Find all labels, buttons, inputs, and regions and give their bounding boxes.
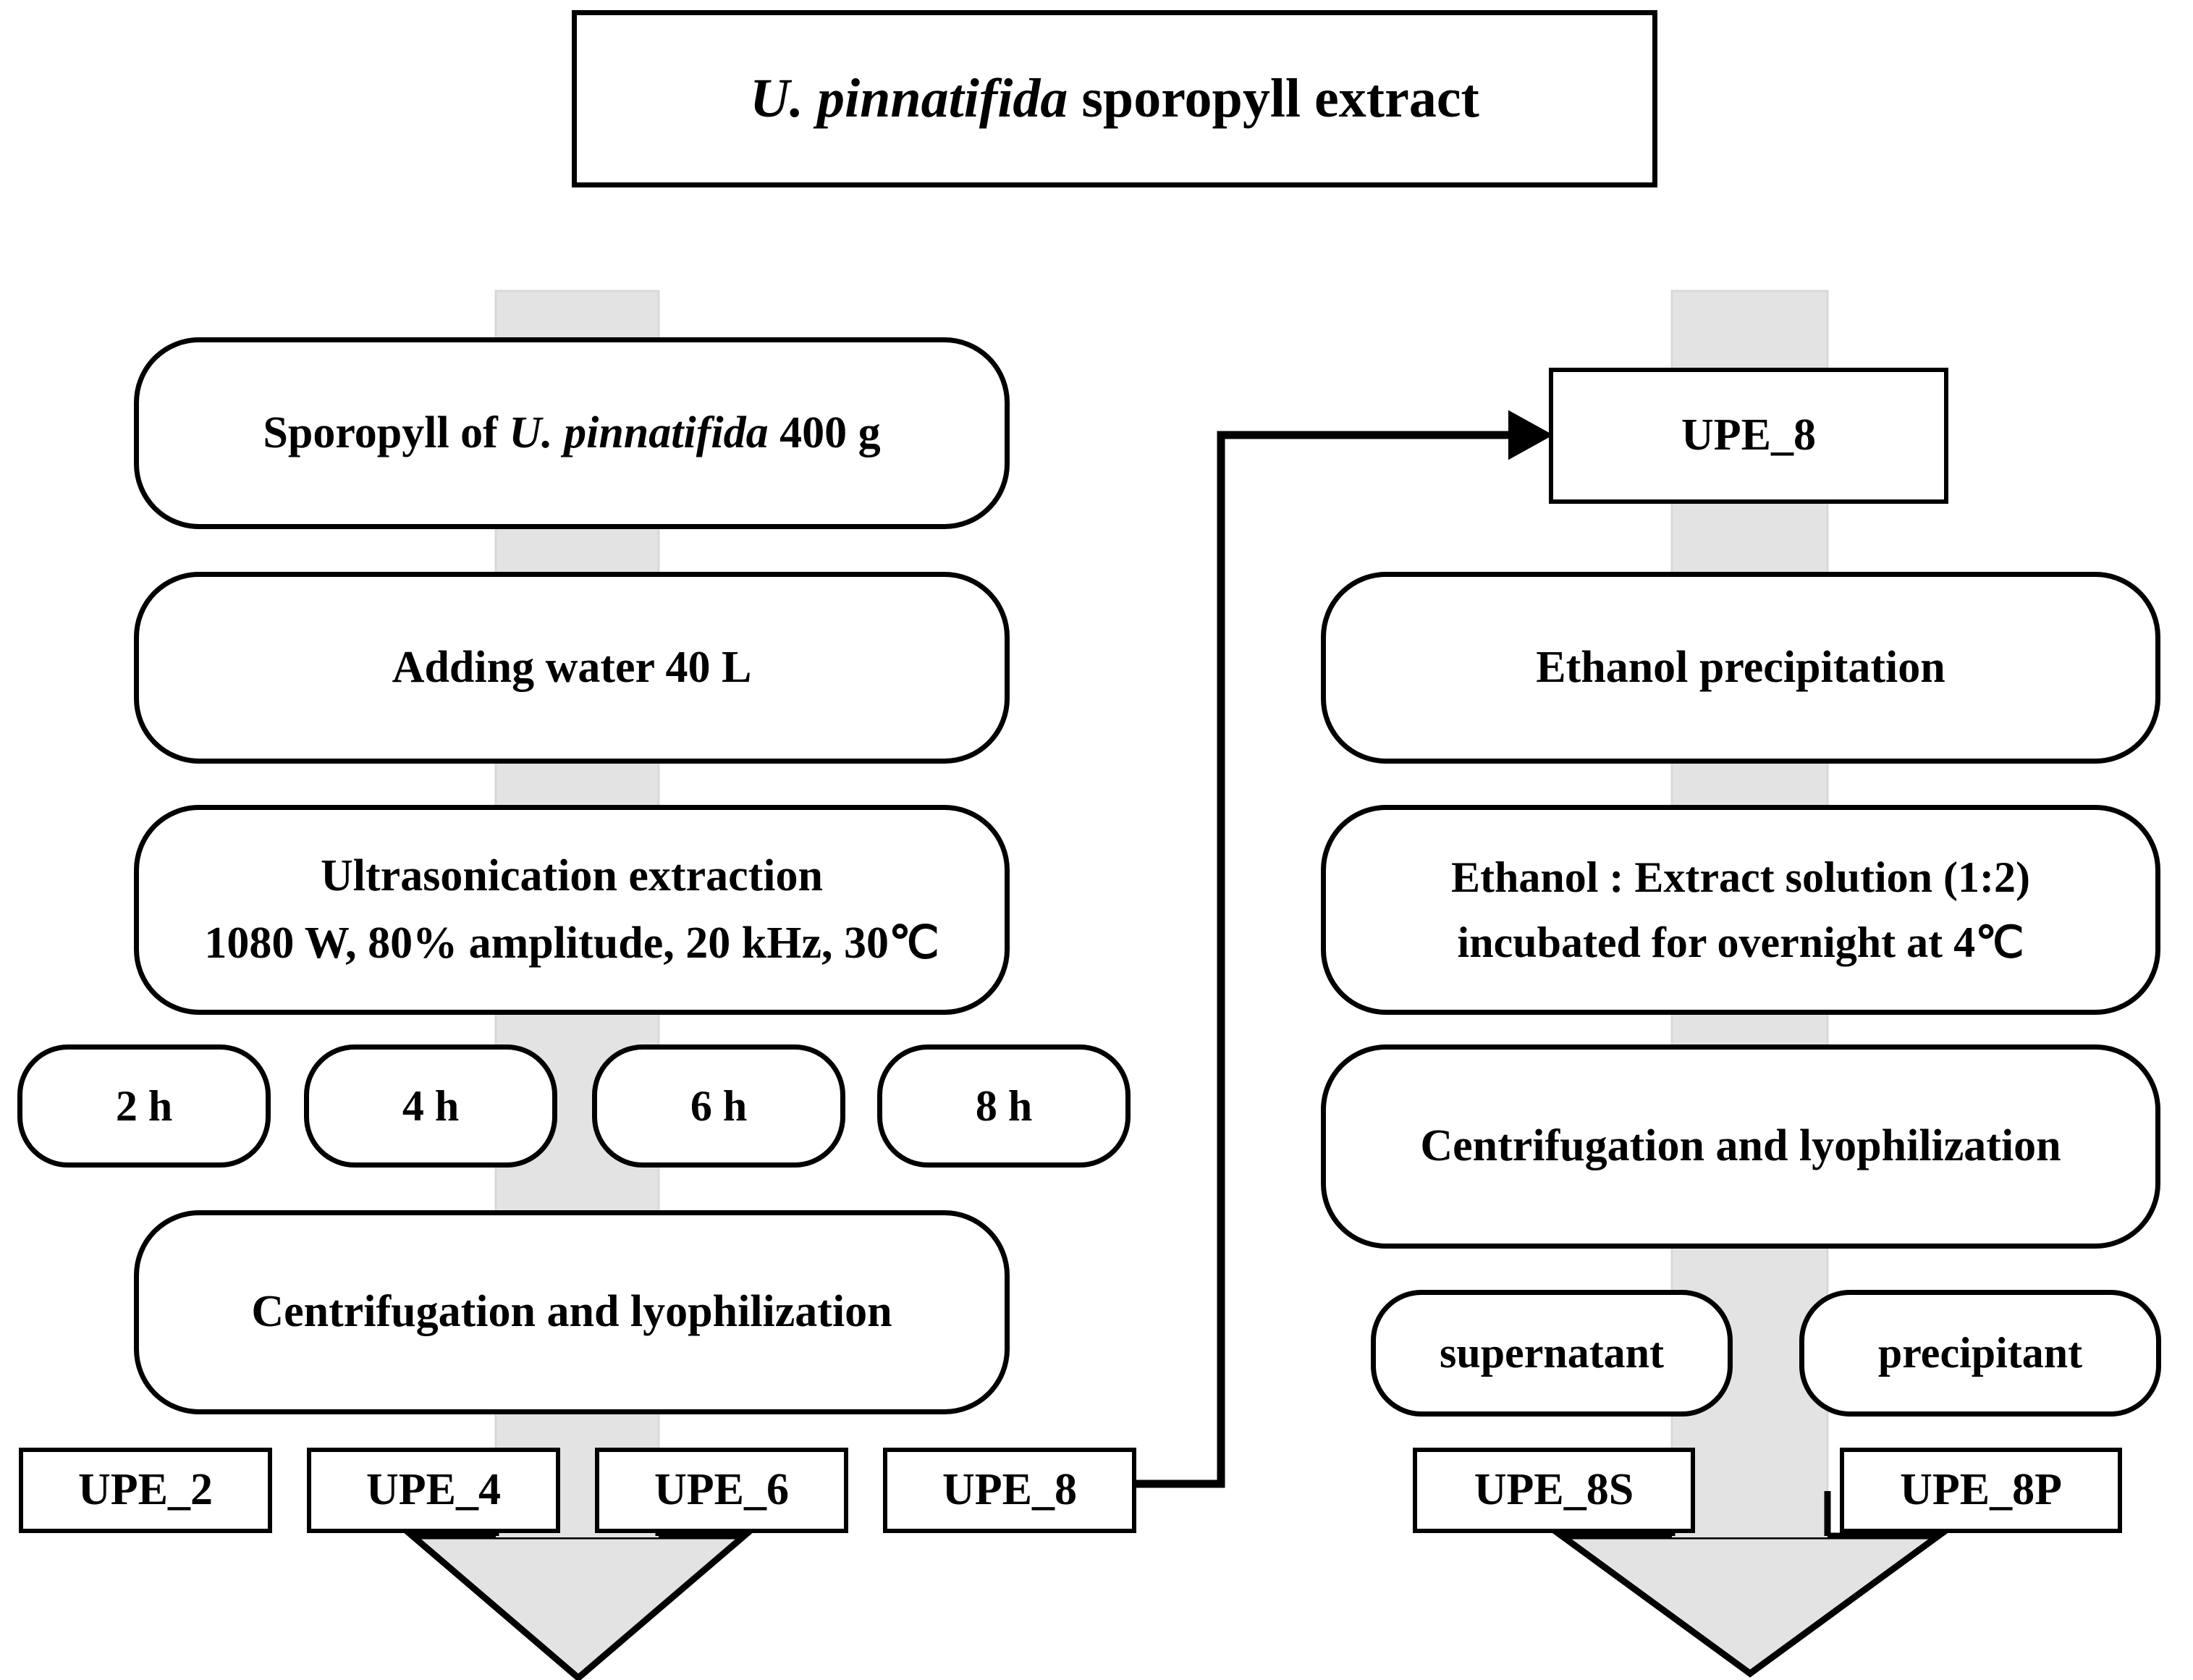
output-box-upe-8: UPE_8	[883, 1448, 1136, 1533]
step-sporopyll-label: Sporopyll of U. pinnatifida 400 g	[263, 408, 881, 457]
duration-box-8h: 8 h	[877, 1044, 1131, 1168]
output-box-upe-2-label: UPE_2	[78, 1465, 213, 1515]
step-ethanol-precipitation: Ethanol precipitation	[1321, 572, 2160, 764]
step-centrifugation-right: Centrifugation and lyophilization	[1321, 1044, 2160, 1249]
title-rest: sporopyll extract	[1068, 67, 1479, 129]
title-text: U. pinnatifida sporopyll extract	[750, 67, 1479, 132]
step-ultrasonication: Ultrasonication extraction 1080 W, 80% a…	[134, 805, 1010, 1015]
step-ethanol-extract-ratio-line2: incubated for overnight at 4℃	[1457, 919, 2024, 966]
step-ethanol-extract-ratio-line1: Ethanol : Extract solution (1:2)	[1451, 853, 2030, 901]
step-adding-water-label: Adding water 40 L	[392, 642, 752, 692]
duration-box-6h: 6 h	[592, 1044, 845, 1168]
output-box-upe-8-label: UPE_8	[942, 1465, 1077, 1515]
step-centrifugation-left: Centrifugation and lyophilization	[134, 1210, 1010, 1414]
step-sporopyll: Sporopyll of U. pinnatifida 400 g	[134, 337, 1010, 529]
duration-box-2h: 2 h	[17, 1044, 271, 1168]
step-centrifugation-right-label: Centrifugation and lyophilization	[1420, 1121, 2061, 1171]
duration-box-8h-label: 8 h	[975, 1081, 1033, 1130]
output-box-upe-8p-label: UPE_8P	[1900, 1465, 2062, 1515]
input-box-upe-8: UPE_8	[1549, 368, 1948, 504]
output-box-upe-8s: UPE_8S	[1413, 1448, 1695, 1533]
title-genus: U. pinnatifida	[750, 67, 1068, 129]
duration-box-4h-label: 4 h	[402, 1081, 460, 1130]
fraction-box-precipitant: precipitant	[1799, 1290, 2161, 1417]
output-box-upe-4: UPE_4	[307, 1448, 560, 1533]
step-ultrasonication-line1: Ultrasonication extraction	[321, 851, 823, 900]
output-box-upe-6: UPE_6	[595, 1448, 848, 1533]
step-ethanol-precipitation-label: Ethanol precipitation	[1536, 642, 1945, 692]
input-box-upe-8-label: UPE_8	[1681, 410, 1816, 460]
output-box-upe-2: UPE_2	[19, 1448, 272, 1533]
output-box-upe-6-label: UPE_6	[654, 1465, 789, 1515]
duration-box-4h: 4 h	[304, 1044, 557, 1168]
step-ethanol-extract-ratio: Ethanol : Extract solution (1:2) incubat…	[1321, 805, 2160, 1015]
duration-box-6h-label: 6 h	[690, 1081, 748, 1130]
output-box-upe-8p: UPE_8P	[1840, 1448, 2122, 1533]
output-box-upe-4-label: UPE_4	[366, 1465, 501, 1515]
fraction-box-precipitant-label: precipitant	[1877, 1329, 2083, 1377]
step-centrifugation-left-label: Centrifugation and lyophilization	[251, 1287, 892, 1337]
title-box: U. pinnatifida sporopyll extract	[572, 10, 1657, 187]
fraction-box-supernatant-label: supernatant	[1439, 1329, 1665, 1377]
fraction-box-supernatant: supernatant	[1371, 1290, 1733, 1417]
output-box-upe-8s-label: UPE_8S	[1474, 1465, 1634, 1515]
step-ultrasonication-line2: 1080 W, 80% amplitude, 20 kHz, 30℃	[204, 919, 939, 968]
step-adding-water: Adding water 40 L	[134, 572, 1010, 764]
duration-box-2h-label: 2 h	[115, 1081, 173, 1130]
